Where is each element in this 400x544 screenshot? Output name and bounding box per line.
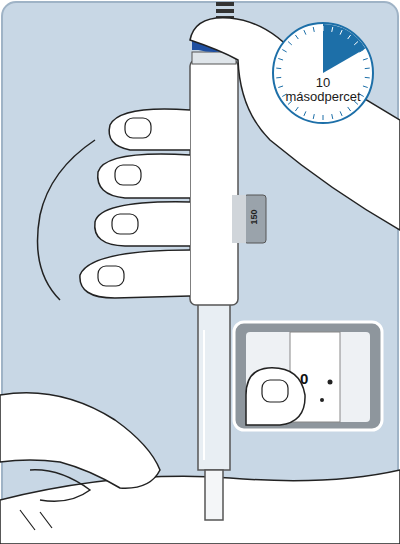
dose-mark: 0	[300, 370, 308, 387]
timer-wedge	[274, 24, 372, 122]
dose-number: 150	[249, 209, 259, 224]
timer-text: 10 másodpercet	[283, 76, 363, 104]
timer-circle: 10 másodpercet	[272, 22, 374, 124]
